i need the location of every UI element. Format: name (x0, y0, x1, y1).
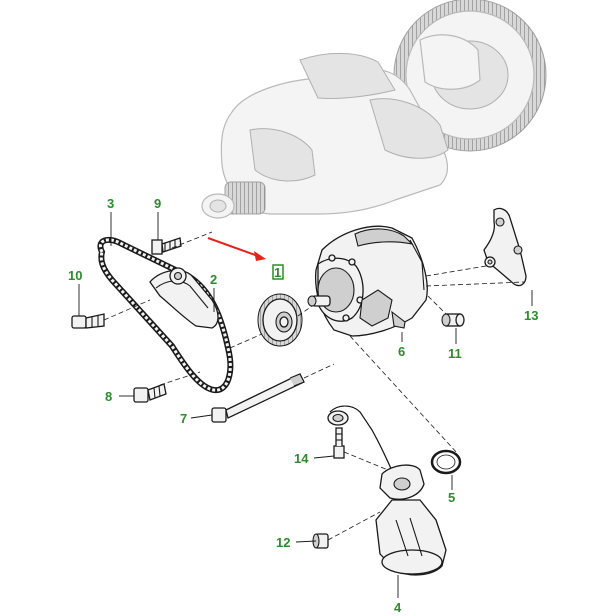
callout-5: 5 (448, 490, 455, 505)
oil-pump-6 (307, 225, 428, 337)
callout-6: 6 (398, 344, 405, 359)
callout-9: 9 (154, 196, 161, 211)
highlight-box (272, 264, 284, 280)
crankshaft-ghost (201, 0, 547, 219)
callout-8: 8 (105, 389, 112, 404)
callout-4: 4 (394, 600, 402, 615)
callout-1: 1 (274, 265, 281, 280)
assembly-lines (103, 231, 525, 541)
timing-chain-3 (97, 236, 234, 394)
bolt-9 (151, 237, 182, 255)
callout-3: 3 (107, 196, 114, 211)
bolt-14 (333, 427, 345, 459)
callout-labels: 1 2 3 4 5 6 7 8 9 10 11 12 13 14 (68, 196, 538, 615)
bolt-10 (71, 313, 105, 329)
oil-pickup-4 (327, 405, 447, 576)
callout-13: 13 (524, 308, 538, 323)
callout-10: 10 (68, 268, 82, 283)
callout-2: 2 (210, 272, 217, 287)
highlight-arrow (207, 237, 284, 280)
leader-lines (78, 212, 533, 598)
long-bolt-7 (211, 373, 305, 423)
seal-ring-5 (430, 449, 462, 475)
bracket-13 (483, 207, 527, 287)
callout-12: 12 (276, 535, 290, 550)
callout-11: 11 (448, 346, 462, 361)
chain-tensioner-2 (149, 267, 219, 329)
oil-pump-sprocket-1 (257, 293, 303, 347)
callout-14: 14 (294, 451, 309, 466)
bolt-8 (133, 383, 167, 403)
callout-7: 7 (180, 411, 187, 426)
bushing-11 (441, 313, 465, 327)
